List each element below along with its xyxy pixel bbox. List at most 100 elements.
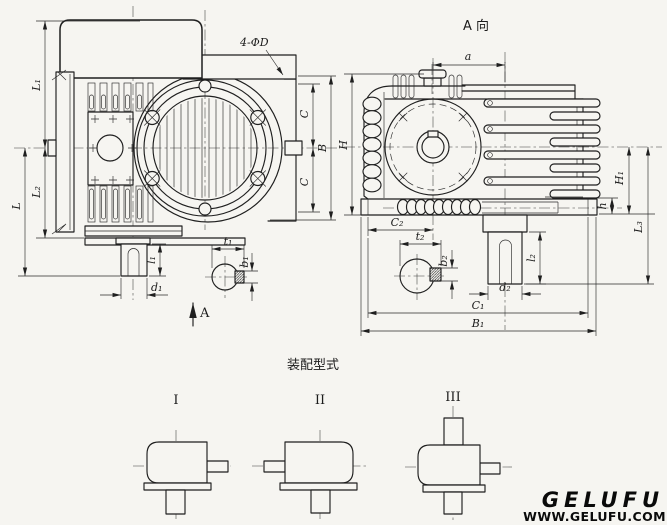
dim-label-L: L [10, 202, 23, 210]
dim-label-b1: b₁ [238, 256, 251, 267]
dim-a: a [432, 50, 506, 84]
assembly-title: 装配型式 [287, 358, 339, 373]
dim-b1: b₁ [238, 253, 258, 301]
worm-wheel [384, 98, 482, 196]
top-plate [384, 64, 584, 100]
dim-l2: l₂ [524, 231, 546, 285]
brand-website: WWW.GELUFU.COM [523, 509, 666, 524]
dim-label-B1: B₁ [471, 317, 485, 330]
dim-L: L [10, 148, 120, 277]
dim-label-C2: C₂ [391, 216, 404, 229]
dim-label-C-top: C [298, 109, 311, 118]
dim-label-B: B [316, 144, 329, 153]
motor-fins-bottom [87, 185, 154, 223]
side-shaft-section: t₂ b₂ [394, 230, 458, 300]
mounting-bracket [47, 69, 75, 235]
dim-H1: H₁ [599, 147, 655, 215]
output-shaft [443, 491, 463, 515]
dim-label-d1: d₁ [151, 281, 162, 294]
terminal-box-face [87, 111, 136, 186]
front-output-shaft [115, 237, 151, 277]
dim-C2: C₂ [367, 216, 433, 236]
side-base [360, 196, 598, 216]
dim-label-t2: t₂ [416, 230, 425, 243]
dim-label-l1: l₁ [145, 256, 158, 264]
keyway-slot [127, 248, 140, 276]
top-shaft [443, 417, 464, 446]
dim-C1: C₁ [367, 217, 589, 318]
gearbox-body [284, 441, 354, 484]
hole-note-label: 4-ΦD [239, 36, 269, 49]
dim-label-C1: C₁ [472, 299, 485, 312]
dim-d2: d₂ [469, 281, 541, 300]
brand-logo: GELUFU [542, 488, 664, 512]
top-hole [198, 79, 212, 93]
dim-d1: d₁ [100, 278, 168, 299]
dim-t2: t₂ [399, 230, 442, 266]
dim-label-t1: t₁ [224, 235, 233, 248]
input-shaft [263, 460, 286, 473]
keyway-slot [499, 239, 512, 284]
dim-label-L2: L₂ [30, 186, 43, 199]
input-shaft [206, 460, 229, 473]
dim-L3: L₃ [526, 147, 654, 285]
dim-B1: B₁ [360, 217, 597, 336]
gearbox-body [146, 441, 208, 484]
assembly-type-2-label: II [315, 393, 325, 408]
dim-h: h [596, 197, 618, 214]
side-housing [362, 64, 601, 200]
base [279, 482, 358, 491]
motor-body [59, 19, 203, 79]
branding: GELUFU WWW.GELUFU.COM [523, 488, 666, 524]
flange-hole-note: 4-ΦD [239, 36, 284, 76]
dim-label-L1: L₁ [30, 79, 43, 92]
front-base [84, 225, 246, 246]
fan-cover-fins [159, 98, 252, 198]
dim-L1: L₁ [30, 20, 140, 148]
dim-label-H: H [337, 140, 350, 151]
dim-label-C-bottom: C [298, 177, 311, 186]
assembly-type-3: III [405, 390, 512, 522]
side-boss [284, 140, 303, 156]
bottom-hole [198, 202, 212, 216]
motor-fins-top [87, 82, 154, 112]
output-shaft [165, 489, 186, 515]
dim-L2: L₂ [30, 148, 84, 239]
assembly-type-1: I [133, 393, 231, 521]
dim-b2: b₂ [437, 250, 458, 299]
dim-label-L3: L₃ [632, 221, 645, 234]
output-shaft [310, 489, 331, 514]
section-arrow-A: A [189, 302, 210, 327]
gearbox-body [417, 444, 481, 486]
wheel-bore-keyway [427, 130, 439, 138]
dim-B: B [270, 75, 336, 221]
assembly-type-3-label: III [445, 390, 460, 405]
assembly-type-2: II [252, 393, 366, 520]
assembly-section: 装配型式 I II III [133, 358, 512, 522]
dim-label-b2: b₂ [437, 255, 450, 266]
dim-label-l2: l₂ [525, 254, 538, 262]
flange-housing [133, 54, 303, 223]
worm [396, 198, 559, 216]
dim-C-top: C [298, 83, 320, 148]
side-view: A 向 [337, 18, 662, 336]
front-shaft-section: t₁ b₁ [205, 235, 258, 301]
dim-H: H [337, 73, 424, 216]
left-fin-column [362, 96, 382, 193]
dim-C-bottom: C [298, 148, 320, 213]
dim-label-h: h [596, 202, 609, 209]
base [143, 482, 212, 491]
section-arrow-label: A [199, 306, 210, 321]
assembly-type-1-label: I [173, 393, 178, 408]
dim-l1: l₁ [145, 243, 166, 277]
base [422, 484, 486, 493]
breather-plug [418, 64, 447, 94]
dim-label-H1: H₁ [613, 171, 626, 186]
dim-label-d2: d₂ [499, 281, 510, 294]
bolt-holes [143, 79, 267, 216]
side-view-title: A 向 [463, 18, 489, 34]
right-fins [483, 98, 601, 200]
input-shaft [479, 462, 501, 475]
